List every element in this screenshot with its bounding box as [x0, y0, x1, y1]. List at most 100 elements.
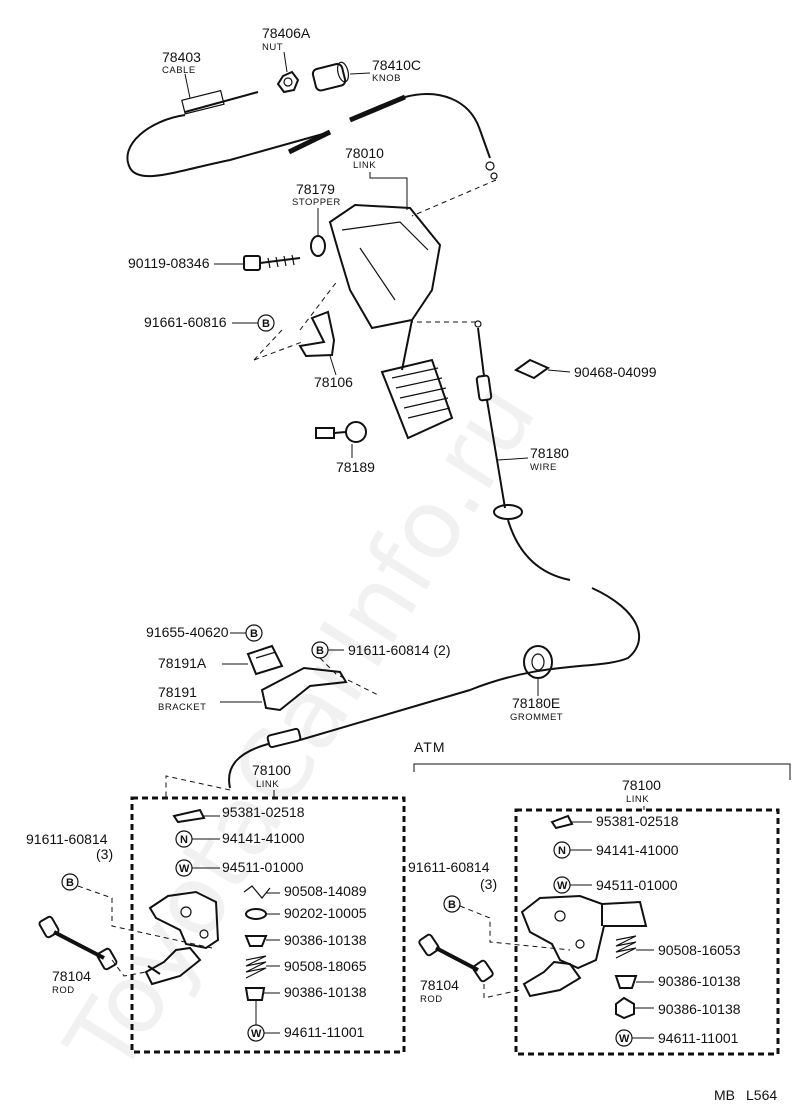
bolt-91611-a-number: 91611-60814 (2) [348, 642, 450, 658]
knob-78410c[interactable] [311, 61, 350, 92]
dash-78106-b [253, 341, 303, 361]
svg-text:B: B [262, 318, 270, 330]
left-item-3[interactable]: 90508-14089 [243, 883, 367, 899]
svg-text:W: W [619, 1033, 630, 1045]
right-rod-78104[interactable] [418, 933, 494, 983]
left-bolt-number: 91611-60814 [26, 831, 108, 847]
svg-text:B: B [250, 628, 258, 640]
bolt-90119-number: 90119-08346 [128, 255, 210, 271]
part-78106-number: 78106 [314, 374, 353, 390]
wire-name: WIRE [530, 462, 557, 473]
wire-leader [497, 457, 529, 461]
bracket-78191[interactable] [260, 666, 348, 712]
atm-bracket-line [413, 763, 791, 780]
bolt-91661-number: 91661-60816 [144, 314, 227, 330]
left-item-2[interactable]: W 94511-01000 [175, 859, 304, 877]
accelerator-pedal[interactable] [380, 358, 454, 440]
left-link-name: LINK [256, 779, 279, 790]
mark-b-91655: B [245, 624, 263, 642]
left-item-5[interactable]: 90386-10138 [244, 932, 367, 948]
svg-text:94141-41000: 94141-41000 [596, 842, 679, 858]
dash-91611-a [319, 657, 339, 677]
left-item-0[interactable]: 95381-02518 [172, 804, 305, 824]
part-90468-leader [547, 369, 571, 373]
right-rod-name: ROD [420, 994, 443, 1005]
svg-text:90386-10138: 90386-10138 [284, 984, 367, 1000]
svg-text:90386-10138: 90386-10138 [658, 973, 741, 989]
svg-text:94511-01000: 94511-01000 [222, 859, 304, 875]
left-rod-78104[interactable] [38, 915, 118, 971]
svg-text:94141-41000: 94141-41000 [222, 830, 305, 846]
dash-78106-a [299, 279, 339, 331]
svg-text:90386-10138: 90386-10138 [284, 932, 367, 948]
part-78189-number: 78189 [336, 459, 375, 475]
left-item-4[interactable]: 90202-10005 [245, 905, 367, 921]
bracket-number: 78191 [158, 684, 197, 700]
link-top-number: 78010 [345, 145, 384, 161]
left-item-8[interactable]: W 94611-11001 [247, 1000, 365, 1042]
wire-78180[interactable] [228, 320, 641, 789]
right-rod-number: 78104 [420, 977, 459, 993]
knob-number: 78410C [372, 57, 421, 73]
svg-text:W: W [251, 1028, 262, 1040]
svg-text:94611-11001: 94611-11001 [658, 1030, 739, 1046]
nut-name: NUT [262, 42, 283, 53]
right-item-6[interactable]: W 94611-11001 [615, 1029, 739, 1047]
left-item-6[interactable]: 90508-18065 [245, 955, 367, 979]
dash-left-bolt [77, 885, 213, 949]
right-item-0[interactable]: 95381-02518 [550, 813, 679, 830]
svg-text:B: B [448, 899, 456, 911]
right-item-4[interactable]: 90386-10138 [614, 973, 741, 989]
svg-text:95381-02518: 95381-02518 [596, 813, 679, 829]
cable-78403[interactable] [126, 89, 498, 217]
right-item-2[interactable]: W 94511-01000 [553, 876, 678, 894]
svg-text:90202-10005: 90202-10005 [284, 905, 367, 921]
stopper-number: 78179 [296, 181, 335, 197]
right-item-5[interactable]: 90386-10138 [615, 996, 741, 1020]
part-78191a[interactable] [246, 644, 284, 676]
atm-header: ATM [414, 739, 446, 755]
right-assembly-box [514, 808, 780, 1056]
svg-text:W: W [557, 880, 568, 892]
left-assembly-box [130, 796, 406, 1054]
dash-78106-c [253, 329, 283, 361]
left-item-7[interactable]: 90386-10138 [244, 984, 367, 1001]
right-item-3[interactable]: 90508-16053 [615, 935, 741, 959]
bolt-90119[interactable] [243, 254, 301, 271]
svg-text:B: B [66, 877, 74, 889]
right-item-1[interactable]: N 94141-41000 [553, 841, 679, 859]
grommet-name: GROMMET [510, 712, 563, 723]
nut-leader [283, 51, 288, 73]
nut-78406a[interactable] [276, 70, 300, 94]
svg-text:W: W [179, 863, 190, 875]
bracket-78106[interactable] [298, 310, 336, 358]
bracket-name: BRACKET [158, 702, 206, 713]
left-bolt-qty: (3) [96, 846, 113, 862]
right-bolt-qty: (3) [480, 876, 497, 892]
bolt-78189[interactable] [315, 421, 367, 443]
stopper-name: STOPPER [292, 197, 341, 208]
right-link-mechanism[interactable] [520, 894, 648, 998]
part-90468-number: 90468-04099 [574, 364, 657, 380]
svg-text:N: N [558, 845, 566, 857]
clip-90468[interactable] [513, 358, 551, 380]
cable-leader [184, 73, 191, 99]
right-link-name: LINK [626, 794, 649, 805]
bolt-91655-number: 91655-40620 [146, 624, 229, 640]
grommet-number: 78180E [512, 695, 560, 711]
pedal-link-78010[interactable] [328, 203, 442, 371]
dash-78191 [339, 675, 381, 697]
grommet-78180e[interactable] [523, 645, 553, 679]
cable-number: 78403 [162, 49, 201, 65]
svg-text:94611-11001: 94611-11001 [284, 1024, 365, 1040]
knob-leader [349, 72, 371, 75]
left-link-mechanism[interactable] [144, 890, 220, 986]
left-item-1[interactable]: N 94141-41000 [175, 830, 305, 848]
mark-b-91661: B [257, 314, 275, 332]
svg-text:90508-16053: 90508-16053 [658, 942, 741, 958]
stopper-78179[interactable] [310, 235, 326, 257]
svg-text:94511-01000: 94511-01000 [596, 877, 678, 893]
right-bolt-number: 91611-60814 [408, 859, 490, 875]
svg-text:95381-02518: 95381-02518 [222, 804, 305, 820]
